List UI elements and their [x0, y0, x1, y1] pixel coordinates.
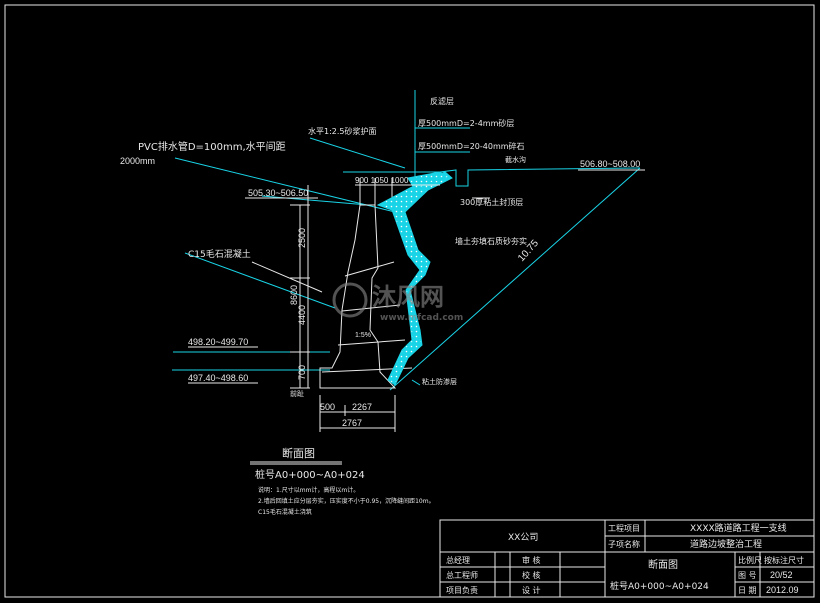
row3-check: 设 计: [522, 585, 541, 595]
base-mark-label: 前趾: [290, 389, 304, 398]
layer2-label: 厚500mmD=20-40mm碎石: [418, 141, 525, 151]
note-1: 说明：1.尺寸以mm计，高程以m计。: [258, 486, 359, 494]
date-label: 日 期: [738, 586, 757, 595]
dim-8600: 8600: [289, 285, 299, 305]
backfill-label: 墙土夯填石质砂夯实: [455, 236, 527, 246]
elev-top-left: 505.30~506.50: [248, 188, 308, 198]
project-name: XXXX路道路工程一支线: [690, 522, 787, 534]
watermark-logo: 沐风网: [372, 283, 444, 311]
anti-filter-label: 反滤层: [430, 96, 454, 106]
scale-value: 按标注尺寸: [764, 555, 804, 565]
drawing-no-label: 图 号: [738, 571, 757, 580]
drawing-frame: [4, 4, 815, 598]
section-title: 断面图: [282, 446, 315, 460]
elev-top-right: 506.80~508.00: [580, 159, 640, 169]
sub-label: 子项名称: [608, 539, 640, 549]
elev-bot-left: 497.40~498.60: [188, 373, 248, 383]
annotation-labels: PVC排水管D=100mm,水平间距 2000mm 水平1:2.5砂浆护面 反滤…: [120, 96, 640, 516]
clay-cap-label: 300厚粘土封顶层: [460, 197, 523, 207]
dim-2500: 2500: [297, 228, 307, 248]
section-geometry: [172, 90, 645, 465]
toe-clay-label: 粘土防渗层: [422, 377, 457, 386]
dim-700: 700: [297, 365, 307, 380]
drain-ditch-label: 截水沟: [505, 155, 526, 164]
pvc-drain-label: PVC排水管D=100mm,水平间距: [138, 140, 286, 153]
dim-500: 500: [320, 402, 335, 412]
dim-2267: 2267: [352, 402, 372, 412]
watermark: 沐风网 www.mfcad.com: [332, 282, 463, 323]
dim-top: 900 1050 1000: [355, 176, 409, 185]
elev-mid-left: 498.20~499.70: [188, 337, 248, 347]
drawing-name: 断面图: [648, 558, 678, 571]
row1-check: 审 核: [522, 555, 541, 565]
company-name: XX公司: [508, 532, 538, 543]
dim-4400: 4400: [297, 305, 307, 325]
scale-label: 比例尺: [738, 555, 762, 565]
sub-name: 道路边坡整治工程: [690, 538, 762, 550]
watermark-url: www.mfcad.com: [380, 313, 463, 323]
ratio-mark: 1:5%: [355, 332, 371, 339]
dim-2767: 2767: [342, 418, 362, 428]
spacing-label: 2000mm: [120, 156, 155, 166]
note-2: 2.墙后回填土应分层夯实，压实度不小于0.95，沉降缝间距10m。: [258, 497, 435, 505]
row1-role: 总经理: [446, 555, 470, 565]
drawing-no: 20/52: [770, 570, 793, 580]
watermark-logo-icon: [332, 282, 368, 318]
title-block: XX公司 工程项目 XXXX路道路工程一支线 子项名称 道路边坡整治工程 断面图…: [439, 519, 815, 598]
c15-label: C15毛石混凝土: [188, 248, 251, 260]
drawing-station: 桩号A0+000~A0+024: [610, 580, 709, 592]
row2-check: 校 核: [522, 570, 541, 580]
project-label: 工程项目: [608, 524, 640, 533]
layer1-label: 厚500mmD=2-4mm砂层: [418, 118, 514, 128]
row3-role: 项目负责: [446, 585, 478, 595]
mortar-protect-label: 水平1:2.5砂浆护面: [308, 126, 377, 136]
note-3: C15毛石混凝土浇筑: [258, 508, 312, 516]
row2-role: 总工程师: [446, 570, 478, 580]
station-label: 桩号A0+000~A0+024: [255, 468, 365, 481]
date-value: 2012.09: [766, 585, 799, 595]
